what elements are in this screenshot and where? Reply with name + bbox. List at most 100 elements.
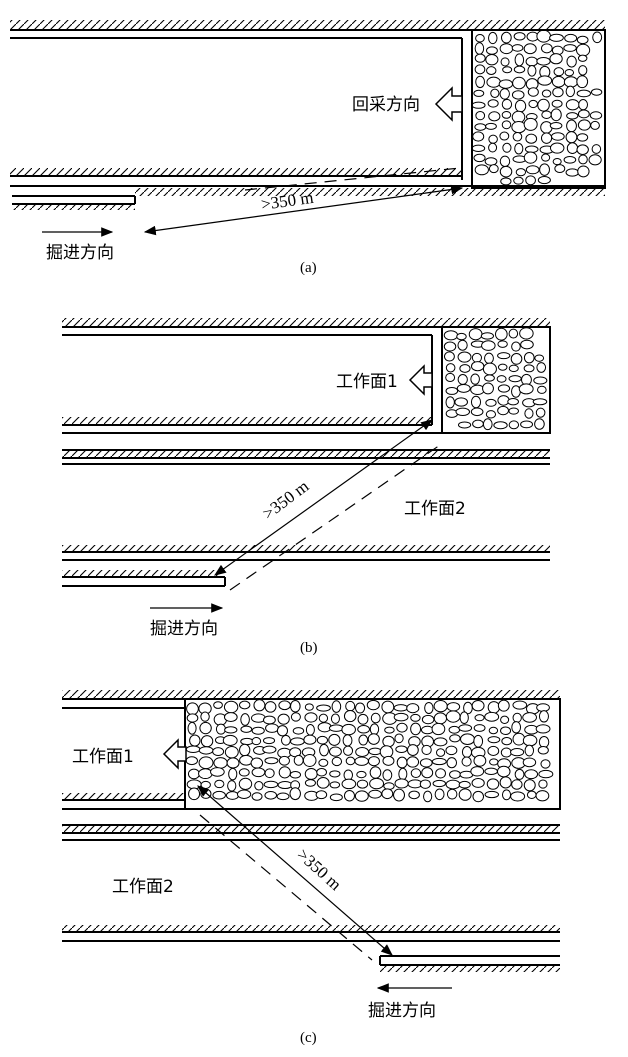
- rubble-stone: [487, 701, 501, 714]
- rubble-stone: [394, 778, 409, 789]
- rubble-stone: [354, 702, 366, 714]
- excavation-direction-label: 掘进方向: [368, 1001, 436, 1021]
- rubble-stone: [225, 791, 240, 800]
- rubble-stone: [458, 724, 473, 732]
- rubble-stone: [357, 713, 369, 725]
- rubble-stone: [254, 780, 264, 791]
- rubble-stone: [468, 328, 483, 341]
- rubble-stone: [549, 53, 563, 65]
- rubble-stone: [304, 779, 316, 787]
- rubble-stone: [495, 327, 508, 341]
- rubble-stone: [473, 754, 487, 767]
- rubble-stone: [499, 43, 514, 55]
- panel-c: >350 m 工作面1 工作面2 掘进方向 (c): [62, 690, 561, 1046]
- rubble-stone: [472, 131, 485, 142]
- rubble-stone: [262, 715, 276, 725]
- rubble-stone: [540, 759, 551, 769]
- rubble-stone: [424, 701, 434, 715]
- rubble-stone: [316, 767, 327, 777]
- rubble-stone: [433, 737, 448, 747]
- rubble-stone: [210, 767, 225, 777]
- rubble-stone: [576, 89, 592, 98]
- rubble-stone: [500, 177, 512, 186]
- rubble-stone: [396, 722, 408, 733]
- rubble-stone: [315, 790, 328, 800]
- rubble-stone: [185, 745, 201, 753]
- rubble-stone: [393, 712, 409, 722]
- rubble-stone: [563, 44, 577, 52]
- rubble-stone: [514, 768, 525, 780]
- rubble-stone: [316, 777, 330, 789]
- rubble-stone: [319, 743, 329, 757]
- rubble-stone: [445, 745, 458, 756]
- rubble-stone: [238, 768, 250, 777]
- rubble-stone: [369, 766, 382, 779]
- top-wall-hatch: [62, 690, 560, 699]
- rubble-stone: [456, 383, 471, 393]
- top-wall-hatch: [62, 318, 550, 327]
- rubble-stone: [277, 780, 293, 790]
- rubble-stone: [523, 779, 536, 792]
- rubble-stone: [290, 699, 301, 713]
- top-wall-hatch: [10, 20, 605, 30]
- rubble-stone: [576, 43, 591, 57]
- rubble-stone: [368, 789, 382, 799]
- rubble-stone: [369, 777, 385, 790]
- rubble-stone: [227, 780, 237, 792]
- rubble-stone: [289, 787, 301, 801]
- rubble-stone: [382, 755, 395, 766]
- rubble-stone: [578, 154, 588, 165]
- rubble-stone: [552, 87, 564, 98]
- rubble-stone: [523, 364, 535, 373]
- rubble-stone: [345, 756, 356, 766]
- rubble-stone: [481, 340, 496, 351]
- rubble-stone: [576, 35, 589, 45]
- rubble-stone: [329, 793, 343, 802]
- rubble-stone: [471, 778, 485, 788]
- rubble-stone: [537, 75, 553, 86]
- rubble-stone: [367, 756, 380, 767]
- excavation-direction-label: 掘进方向: [46, 243, 114, 263]
- rubble-stone: [524, 145, 539, 154]
- rubble-stone: [541, 43, 553, 54]
- rubble-stone: [527, 65, 537, 77]
- rubble-stone: [328, 733, 341, 746]
- rubble-stone: [398, 767, 408, 781]
- rubble-stone: [508, 420, 520, 430]
- rubble-stone: [381, 700, 395, 714]
- rubble-stone: [213, 757, 228, 769]
- rubble-stone: [592, 31, 603, 44]
- rubble-stone: [489, 758, 499, 766]
- rubble-stone: [236, 789, 252, 799]
- rubble-stone: [457, 374, 468, 385]
- rubble-stone: [212, 747, 225, 757]
- rubble-stone: [552, 157, 562, 166]
- rubble-stone: [499, 131, 510, 141]
- rubble-stone: [187, 721, 197, 735]
- rubble-stone: [536, 362, 547, 373]
- distance-arrow: [143, 184, 464, 236]
- rubble-stone: [445, 779, 461, 790]
- rubble-stone: [486, 778, 500, 790]
- rubble-stone: [445, 710, 461, 723]
- hatch: [62, 925, 560, 932]
- rubble-stone: [471, 144, 486, 153]
- rubble-stone: [471, 699, 485, 712]
- retreat-arrow-icon: [162, 738, 187, 770]
- rubble-stone: [357, 725, 371, 734]
- rubble-stone: [262, 737, 276, 745]
- rubble-stone: [518, 383, 534, 395]
- rubble-stone: [526, 790, 537, 799]
- rubble-stone: [533, 376, 548, 385]
- rubble-stone: [251, 767, 266, 778]
- rubble-stone: [576, 133, 589, 142]
- rubble-stone: [507, 397, 519, 406]
- rubble-stone: [501, 110, 512, 119]
- rubble-stone: [566, 55, 577, 68]
- rubble-stone: [588, 154, 602, 166]
- rubble-stone: [486, 76, 501, 88]
- rubble-stone: [457, 351, 472, 363]
- rubble-stone: [475, 110, 486, 121]
- rubble-stone: [534, 418, 545, 430]
- rubble-stone: [290, 737, 305, 746]
